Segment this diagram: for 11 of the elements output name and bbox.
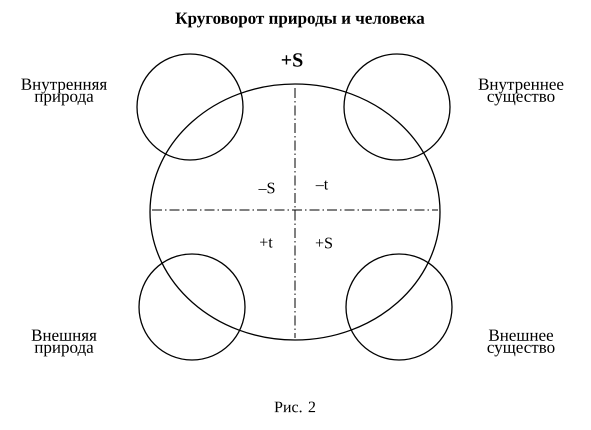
sign-label: –S (258, 182, 274, 194)
sign-label: +S (282, 53, 302, 67)
sign-label: –t (316, 180, 328, 190)
caption: Рис. 2 (274, 402, 316, 412)
circle-label: Внешнее существо (488, 330, 554, 356)
sign-label: +S (316, 238, 332, 248)
circle-label: Внешняя природа (32, 330, 97, 356)
circle-label: Внутренняя природа (21, 78, 107, 106)
circle-label: Внутреннее существо (478, 78, 564, 106)
title: Круговорот природы и человека (176, 12, 424, 28)
sign-label: +t (260, 238, 273, 248)
